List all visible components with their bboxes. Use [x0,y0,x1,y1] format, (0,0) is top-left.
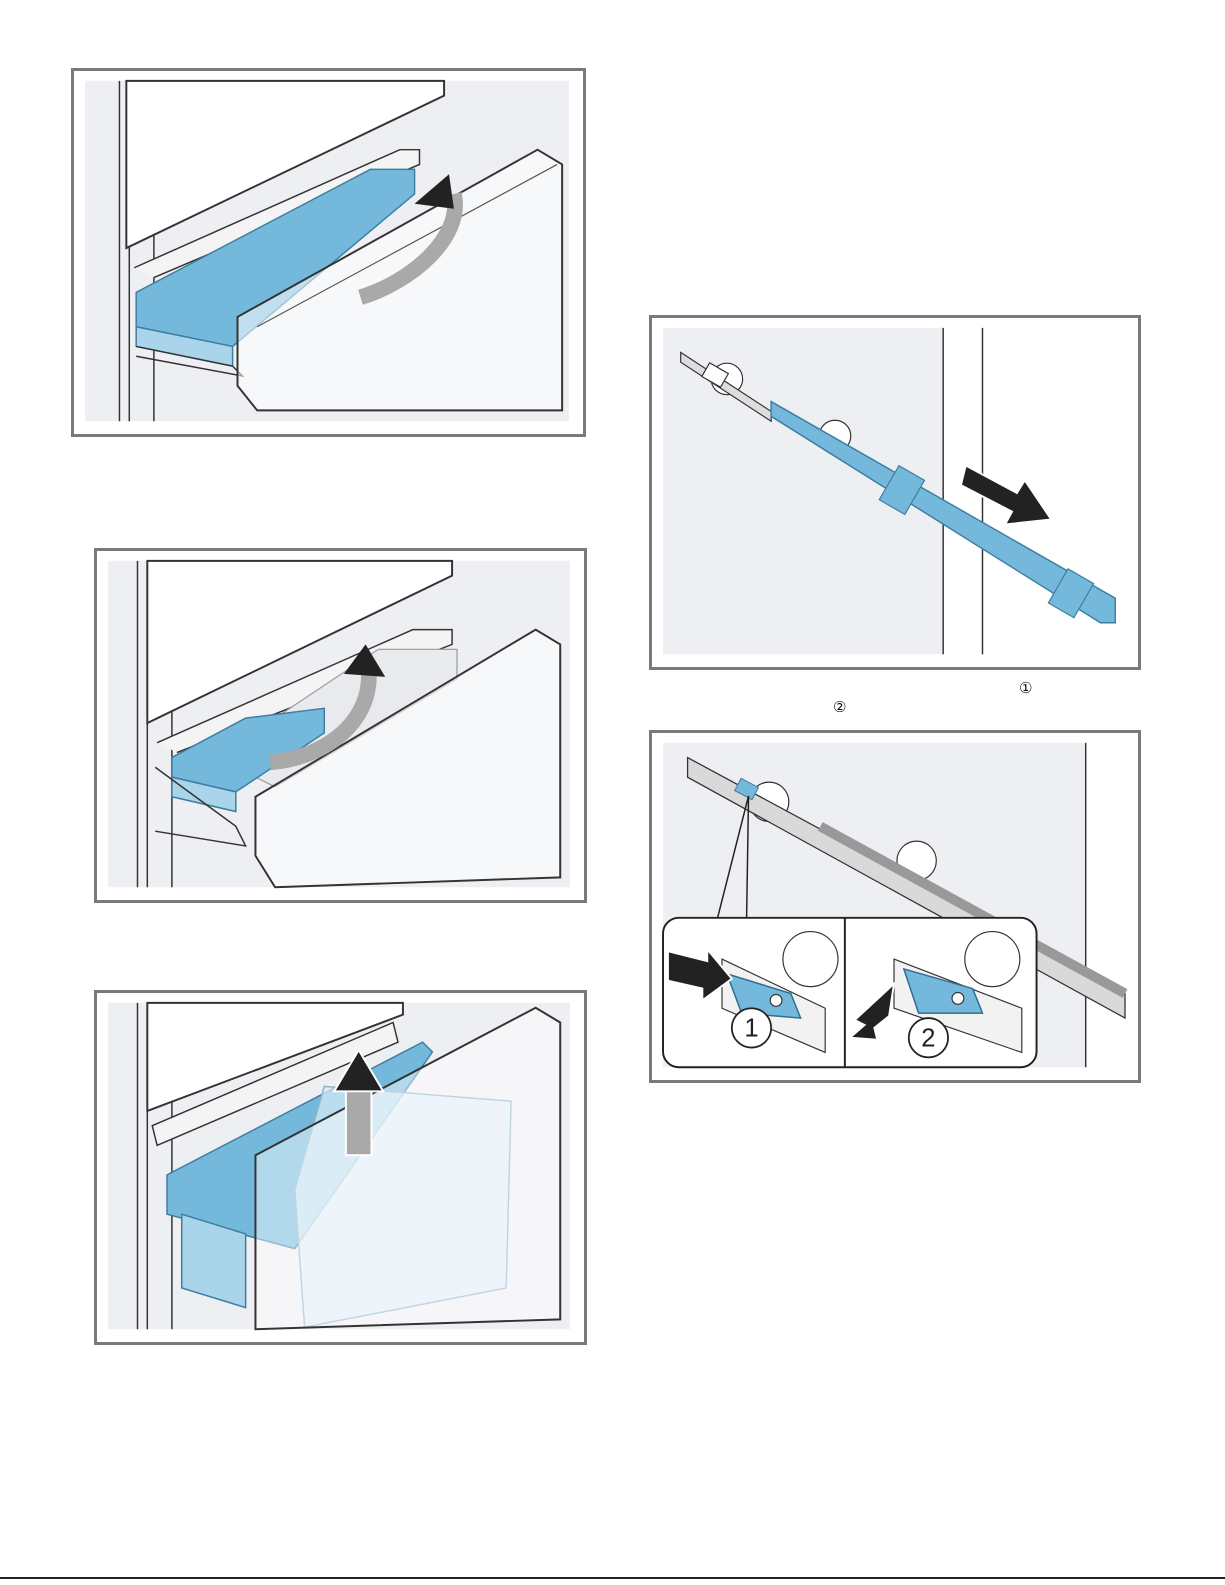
figure-rail-pullout [649,315,1141,670]
footer-rule [0,1577,1225,1579]
step-marker-two: ② [833,700,846,715]
latch-pin-left [770,994,782,1006]
rail-pullout-illustration [652,318,1138,667]
step-label-two: 2 [921,1025,935,1053]
shelf-tilt-illustration [74,71,583,434]
up-arrow-body [346,1086,372,1155]
figure-latch-release: 1 2 [649,730,1141,1083]
latch-release-illustration: 1 2 [652,733,1138,1080]
drawer-lift-illustration [97,993,584,1342]
cabinet-wall-right [1086,743,1127,1067]
roller-detail-left [783,932,838,987]
figure-shelf-lift [94,548,587,903]
figure-shelf-tilt [71,68,586,437]
step-marker-one: ① [1019,681,1032,696]
roller-detail-right [965,932,1020,987]
step-label-one: 1 [744,1015,758,1043]
shelf-lift-illustration [97,551,584,900]
latch-keyhole-right [952,993,964,1005]
figure-drawer-lift [94,990,587,1345]
